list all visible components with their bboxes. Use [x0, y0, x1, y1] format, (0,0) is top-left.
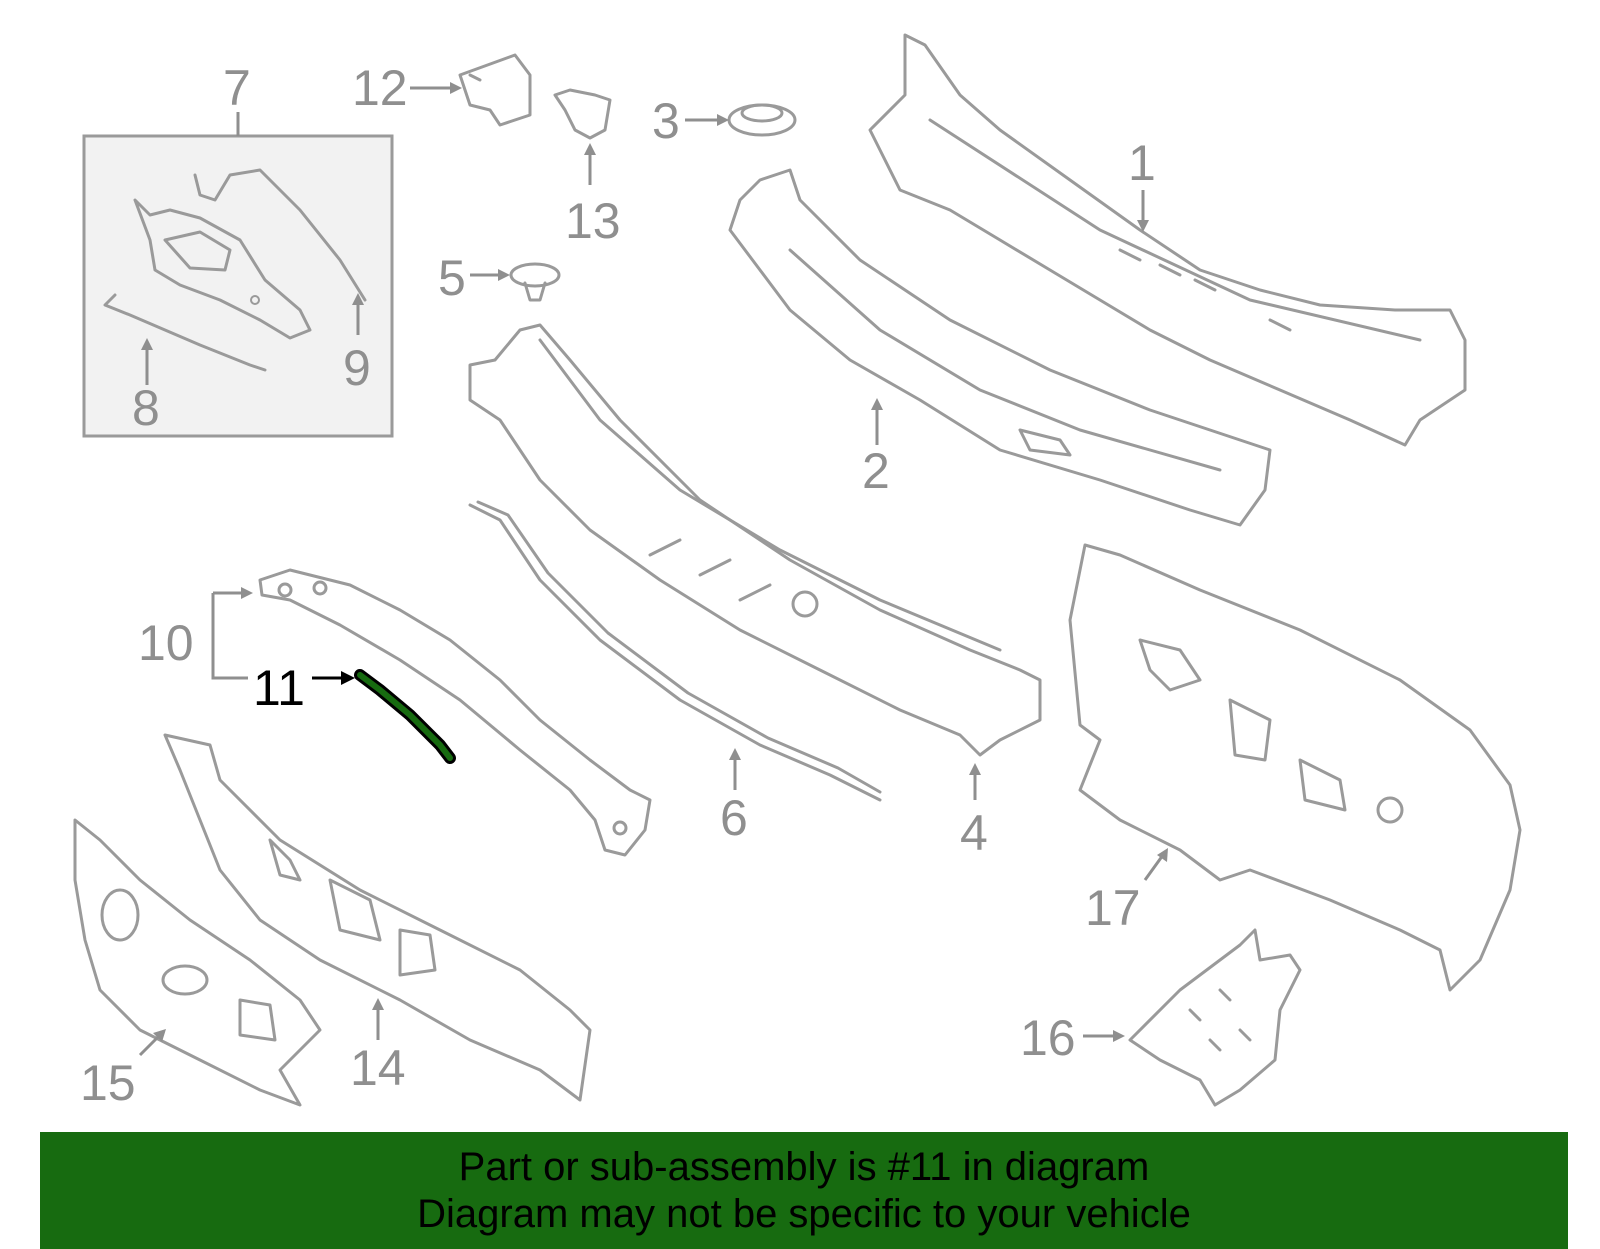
part-12-bracket: [458, 53, 532, 127]
callout-8: 8: [132, 380, 160, 436]
callout-2: 2: [862, 443, 890, 499]
part-4-cowl-top-panel: [468, 323, 1042, 757]
callout-9: 9: [343, 340, 371, 396]
callout-15: 15: [80, 1055, 136, 1111]
callout-labels: 1 2 3 4 5 6 7 8 9 10 11 12 13 14 15 16 1…: [80, 60, 1156, 1111]
banner-line-1: Part or sub-assembly is #11 in diagram: [458, 1145, 1150, 1189]
callout-10: 10: [138, 615, 194, 671]
callout-16: 16: [1020, 1010, 1076, 1066]
part-16-bracket: [1128, 928, 1302, 1107]
callout-5: 5: [438, 250, 466, 306]
part-2-cowl-reinforcement: [728, 168, 1272, 527]
callout-1: 1: [1128, 135, 1156, 191]
callout-12: 12: [352, 60, 408, 116]
callout-11: 11: [253, 660, 305, 716]
callout-arrows: [138, 82, 1168, 1057]
callout-7: 7: [223, 60, 251, 116]
callout-4: 4: [960, 805, 988, 861]
part-5-clip: [509, 262, 561, 302]
part-3-grommet: [727, 103, 797, 137]
part-6-seal: [468, 503, 882, 802]
part-1-cowl-panel: [868, 33, 1467, 447]
callout-13: 13: [565, 193, 621, 249]
part-13-clip: [553, 88, 612, 140]
part-7-assembly-box: [82, 134, 394, 438]
callout-6: 6: [720, 790, 748, 846]
part-15-dash-insulator: [73, 818, 322, 1107]
callout-14: 14: [350, 1040, 406, 1096]
info-banner: Part or sub-assembly is #11 in diagram D…: [40, 1132, 1568, 1249]
banner-line-2: Diagram may not be specific to your vehi…: [417, 1192, 1191, 1236]
part-14-dash-panel: [163, 733, 592, 1102]
part-17-insulator: [1068, 543, 1522, 992]
callout-3: 3: [652, 93, 680, 149]
part-10-bracket: [258, 568, 652, 857]
callout-17: 17: [1085, 880, 1141, 936]
